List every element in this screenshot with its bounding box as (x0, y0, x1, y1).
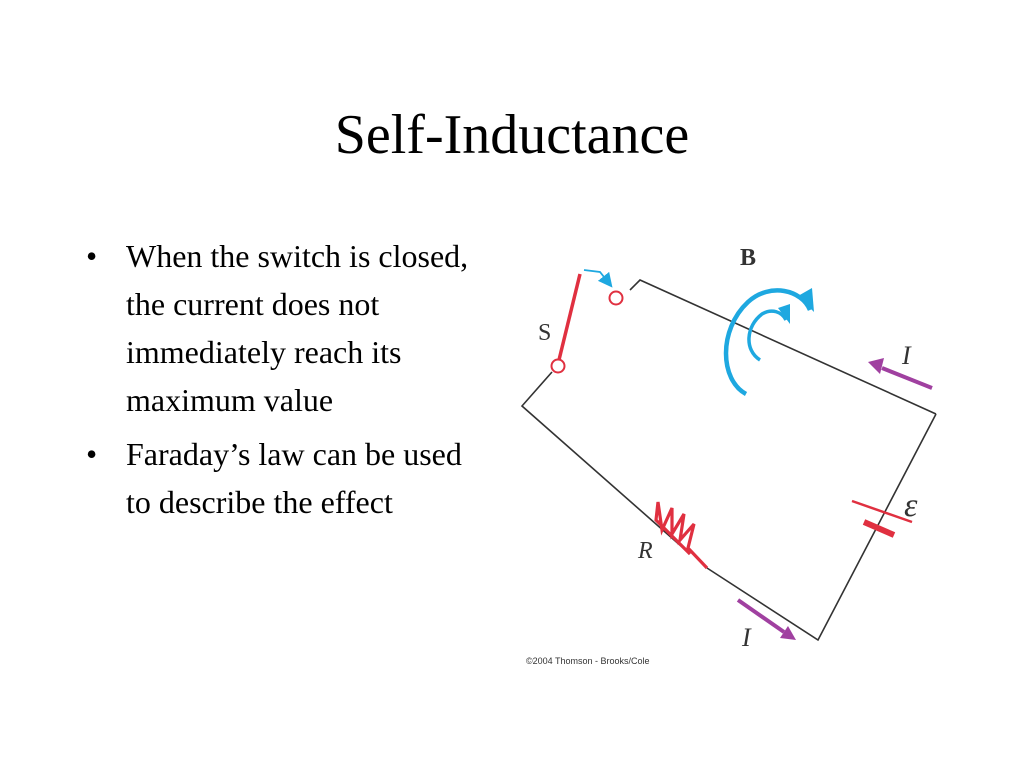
current-arrow-bottom-head (780, 626, 796, 640)
bullet-text: Faraday’s law can be used to describe th… (126, 436, 462, 520)
slide-title: Self-Inductance (334, 104, 690, 166)
label-resistor: R (637, 538, 653, 564)
bullet-glyph: • (86, 436, 98, 472)
resistor-zigzag (654, 501, 709, 570)
label-field: B (740, 245, 756, 271)
field-arrowhead-inner (778, 304, 790, 324)
bullet-list: • When the switch is closed, the current… (86, 232, 486, 532)
battery-long-plate (851, 499, 913, 524)
label-current-top: I (901, 341, 912, 370)
wire-left (520, 371, 691, 555)
bullet-item: • When the switch is closed, the current… (86, 232, 486, 424)
circuit-diagram: B S I R ε I ©2004 Thomson - Brooks/Cole (520, 245, 937, 666)
wire-top (629, 279, 937, 415)
field-arc-inner (747, 309, 788, 362)
switch-contact-lower (550, 358, 566, 374)
label-current-bottom: I (741, 623, 752, 652)
switch-contact-upper (608, 290, 624, 306)
battery-short-plate (862, 519, 896, 538)
current-arrow-top-head (868, 358, 884, 374)
current-arrow-bottom-shaft (736, 598, 786, 634)
bullet-item: • Faraday’s law can be used to describe … (86, 430, 486, 526)
current-arrow-top-shaft (881, 366, 933, 390)
field-arc-outer (723, 288, 813, 396)
figure-credit: ©2004 Thomson - Brooks/Cole (526, 656, 650, 666)
bullet-glyph: • (86, 238, 98, 274)
wire-right (706, 413, 937, 642)
switch-close-arrow (583, 269, 613, 288)
label-emf: ε (904, 487, 918, 524)
switch-blade (556, 273, 582, 365)
bullet-text: When the switch is closed, the current d… (126, 238, 469, 418)
circuit-figure: B S I R ε I ©2004 Thomson - Brooks/Cole (512, 238, 948, 670)
label-switch: S (538, 320, 551, 346)
field-arrowhead-outer (798, 288, 814, 312)
